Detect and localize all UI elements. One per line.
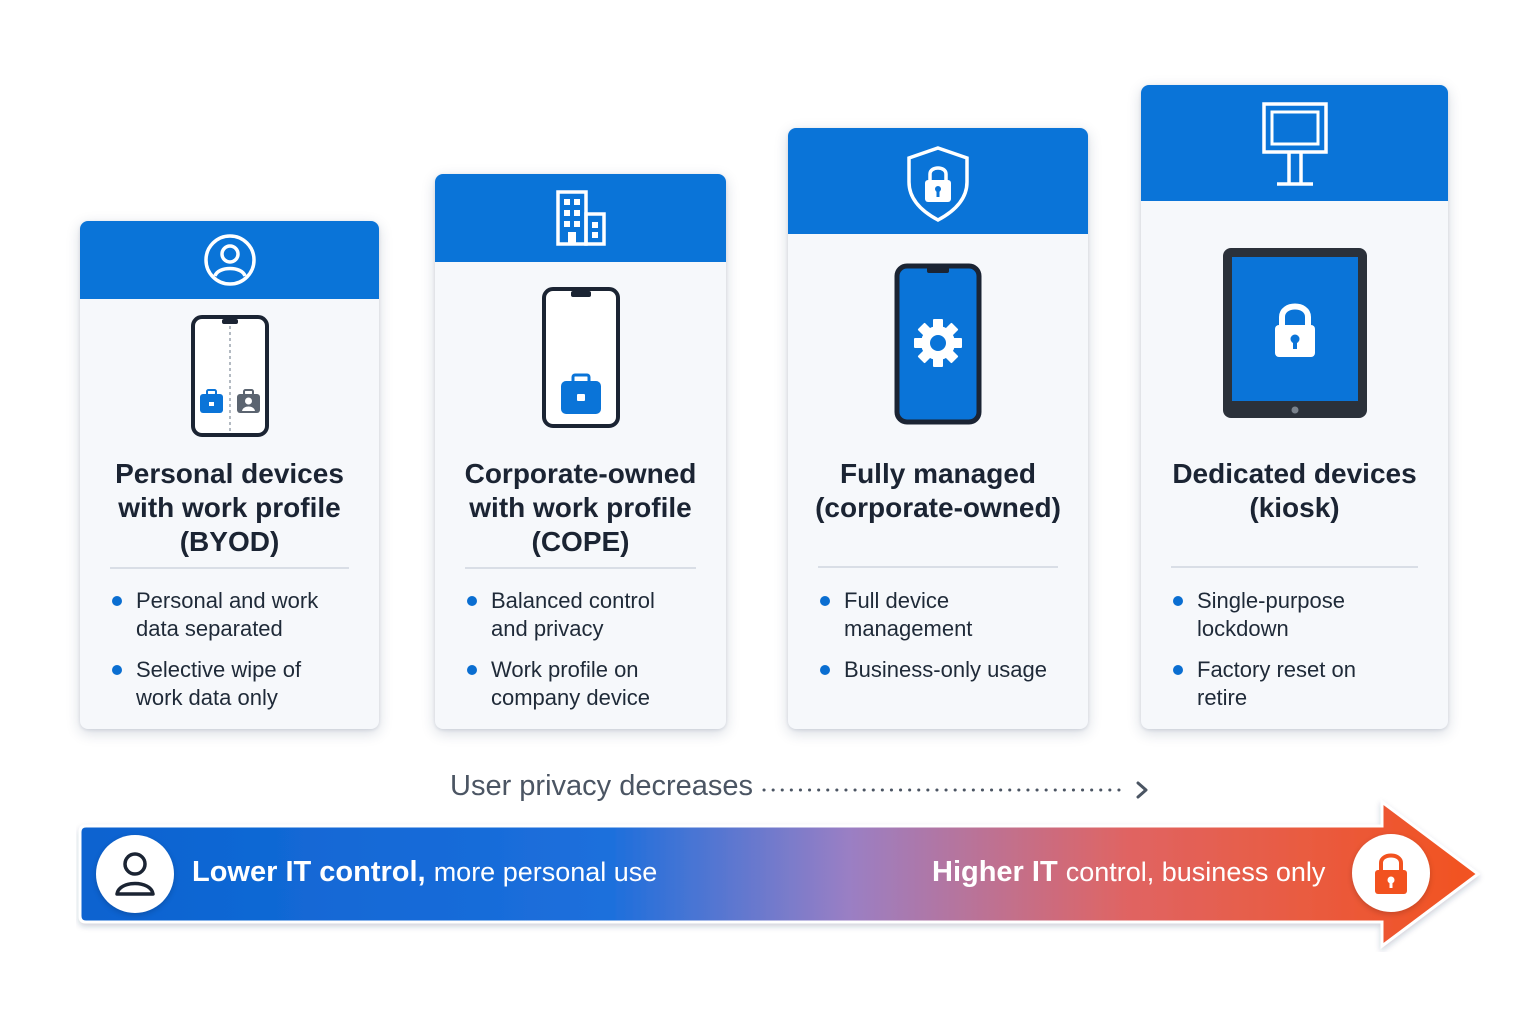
- lock-icon: [1352, 834, 1430, 912]
- spectrum-left-label: Lower IT control, more personal use: [192, 856, 658, 888]
- card-title: Corporate-owned with work profile (COPE): [464, 458, 697, 557]
- user-icon: [96, 835, 174, 913]
- tablet-lock-icon: [1222, 248, 1367, 418]
- building-icon: [555, 190, 606, 246]
- card-header: [788, 128, 1088, 234]
- split-phone-icon: [190, 315, 269, 437]
- card-header: [80, 221, 379, 299]
- phone-briefcase-icon: [541, 287, 620, 428]
- bullet-item: Personal and work data separated: [110, 587, 365, 643]
- bullet-list: Balanced control and privacy Work profil…: [465, 587, 712, 725]
- bullet-list: Single-purpose lockdown Factory reset on…: [1171, 587, 1434, 725]
- bullet-item: Balanced control and privacy: [465, 587, 712, 643]
- card-byod: Personal devices with work profile (BYOD…: [80, 221, 379, 729]
- card-header: [435, 174, 726, 262]
- control-spectrum-arrow: [78, 799, 1481, 949]
- bullet-item: Business-only usage: [818, 656, 1074, 684]
- card-title: Dedicated devices (kiosk): [1172, 458, 1417, 523]
- card-title: Fully managed (corporate-owned): [815, 458, 1061, 523]
- divider: [465, 567, 696, 569]
- kiosk-icon: [1261, 102, 1328, 186]
- bullet-item: Single-purpose lockdown: [1171, 587, 1434, 643]
- divider: [110, 567, 349, 569]
- bullet-item: Full device management: [818, 587, 1074, 643]
- shield-lock-icon: [907, 146, 969, 222]
- bullet-item: Factory reset on retire: [1171, 656, 1434, 712]
- card-dedicated: Dedicated devices (kiosk) Single-purpose…: [1141, 85, 1448, 729]
- dotted-arrow-icon: [762, 781, 1148, 799]
- bullet-item: Selective wipe of work data only: [110, 656, 365, 712]
- card-header: [1141, 85, 1448, 201]
- privacy-caption: User privacy decreases: [450, 770, 753, 802]
- user-circle-icon: [203, 234, 256, 286]
- divider: [818, 566, 1058, 568]
- card-cope: Corporate-owned with work profile (COPE)…: [435, 174, 726, 729]
- card-title: Personal devices with work profile (BYOD…: [115, 458, 344, 557]
- phone-gear-icon: [894, 263, 982, 425]
- bullet-list: Full device management Business-only usa…: [818, 587, 1074, 697]
- bullet-item: Work profile on company device: [465, 656, 712, 712]
- bullet-list: Personal and work data separated Selecti…: [110, 587, 365, 725]
- card-fully-managed: Fully managed (corporate-owned) Full dev…: [788, 128, 1088, 729]
- spectrum-right-label: Higher IT control, business only: [932, 856, 1326, 888]
- divider: [1171, 566, 1418, 568]
